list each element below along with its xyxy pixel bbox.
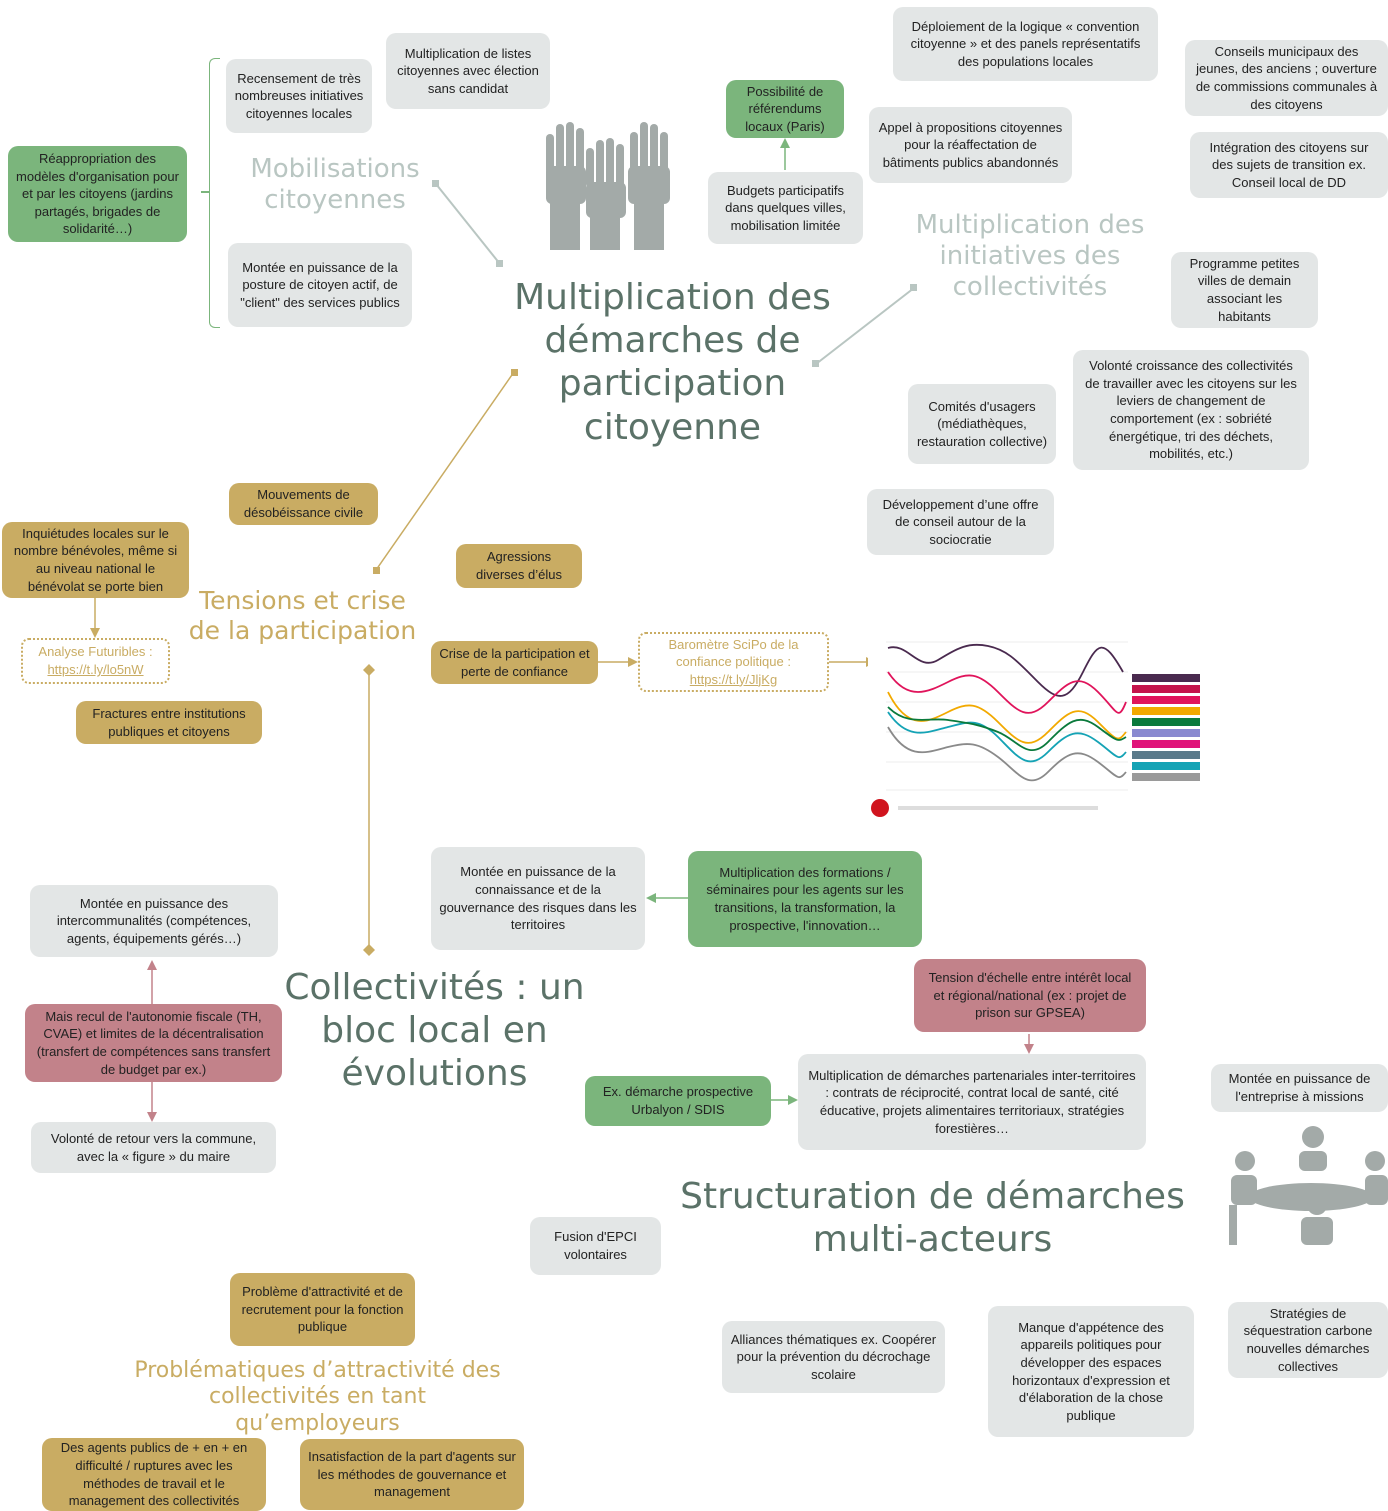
box-formations: Multiplication des formations / séminair… (688, 851, 922, 947)
box-crise: Crise de la participation et perte de co… (431, 641, 598, 684)
structuration-title: Structuration de démarches multi-acteurs (680, 1176, 1185, 1261)
attractivite-title: Problématiques d’attractivité des collec… (134, 1358, 501, 1436)
box-intercommunalites: Montée en puissance des intercommunalité… (30, 885, 278, 957)
box-volonte: Volonté croissance des collectivités de … (1073, 350, 1309, 470)
box-barometre[interactable]: Baromètre SciPo de la confiance politiqu… (638, 632, 829, 692)
box-conseils: Conseils municipaux des jeunes, des anci… (1185, 40, 1388, 116)
box-entreprise: Montée en puissance de l'entreprise à mi… (1211, 1064, 1388, 1112)
main-title: Multiplication des démarches de particip… (514, 277, 831, 448)
box-sequestration: Stratégies de séquestration carbone nouv… (1228, 1302, 1388, 1378)
box-recul: Mais recul de l'autonomie fiscale (TH, C… (25, 1004, 282, 1082)
box-inquietudes: Inquiétudes locales sur le nombre bénévo… (2, 522, 189, 598)
box-referendums: Possibilité de référendums locaux (Paris… (726, 80, 844, 138)
mobilisations-title: Mobilisations citoyennes (250, 154, 420, 216)
box-tension-echelle: Tension d'échelle entre intérêt local et… (914, 959, 1146, 1032)
box-agressions: Agressions diverses d’élus (456, 544, 582, 588)
mobilisations-bracket (209, 58, 220, 328)
barometre-label: Baromètre SciPo de la confiance politiqu… (668, 636, 799, 670)
box-desobeissance: Mouvements de désobéissance civile (229, 483, 378, 525)
box-petites-villes: Programme petites villes de demain assoc… (1171, 252, 1318, 328)
box-budgets: Budgets participatifs dans quelques vill… (708, 172, 863, 244)
box-appel: Appel à propositions citoyennes pour la … (869, 107, 1072, 183)
box-posture: Montée en puissance de la posture de cit… (228, 243, 412, 327)
box-analyse-futuribles[interactable]: Analyse Futuribles : https://t.ly/lo5nW (21, 638, 170, 684)
box-integration: Intégration des citoyens sur des sujets … (1190, 132, 1388, 198)
bracket-tick (201, 191, 210, 193)
analyse-label: Analyse Futuribles : (38, 644, 153, 660)
box-sociocratie: Développement d’une offre de conseil aut… (867, 489, 1054, 555)
box-connaissance: Montée en puissance de la connaissance e… (431, 847, 645, 950)
box-recensement: Recensement de très nombreuses initiativ… (226, 59, 372, 133)
box-fractures: Fractures entre institutions publiques e… (76, 701, 262, 744)
confidence-barometer-chart-thumbnail[interactable] (868, 632, 1204, 822)
box-partenariales: Multiplication de démarches partenariale… (798, 1054, 1146, 1150)
box-reappropriation: Réappropriation des modèles d'organisati… (8, 146, 187, 242)
barometre-link[interactable]: https://t.ly/JljKg (689, 671, 778, 687)
analyse-link[interactable]: https://t.ly/lo5nW (47, 662, 144, 677)
box-prospective: Ex. démarche prospective Urbalyon / SDIS (585, 1076, 771, 1126)
initiatives-title: Multiplication des initiatives des colle… (915, 210, 1145, 303)
tensions-title: Tensions et crise de la participation (188, 586, 417, 645)
box-alliances: Alliances thématiques ex. Coopérer pour … (722, 1321, 945, 1393)
box-insatisfaction: Insatisfaction de la part d'agents sur l… (300, 1439, 524, 1510)
box-agents-difficulte: Des agents publics de + en + en difficul… (42, 1438, 266, 1511)
box-probleme-attractivite: Problème d'attractivité et de recrutemen… (230, 1273, 415, 1346)
box-convention: Déploiement de la logique « convention c… (893, 7, 1158, 81)
meeting-table-icon (1225, 1125, 1388, 1245)
box-fusion: Fusion d'EPCI volontaires (530, 1217, 661, 1275)
box-comites: Comités d'usagers (médiathèques, restaur… (908, 384, 1056, 464)
collectivites-title: Collectivités : un bloc local en évoluti… (284, 967, 585, 1095)
box-appetence: Manque d'appétence des appareils politiq… (988, 1306, 1194, 1437)
box-retour: Volonté de retour vers la commune, avec … (31, 1122, 276, 1173)
box-listes: Multiplication de listes citoyennes avec… (386, 33, 550, 109)
raised-hands-icon (540, 116, 674, 250)
